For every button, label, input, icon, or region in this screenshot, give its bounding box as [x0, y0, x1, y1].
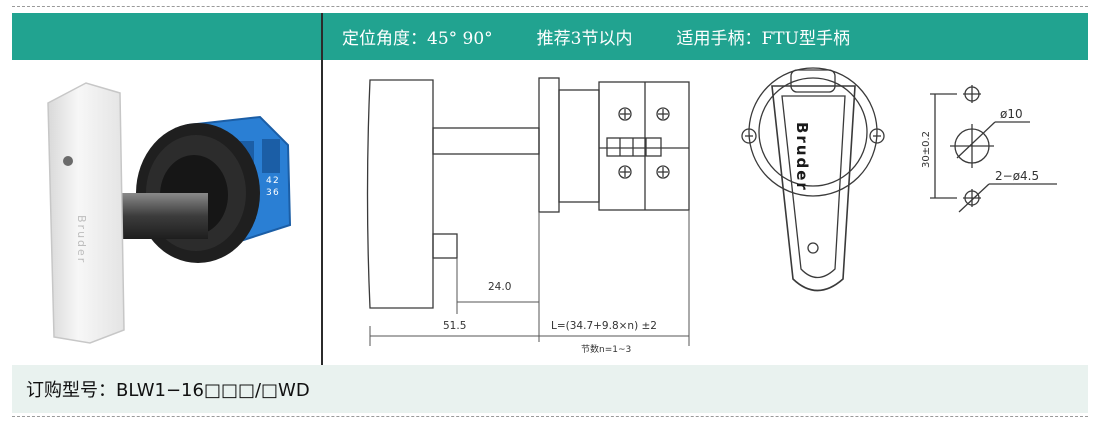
body-outline [558, 89, 600, 203]
sections-spec: 推荐3节以内 [536, 29, 633, 49]
dimensions [369, 210, 690, 346]
center-hole-label: ø10 [1000, 107, 1023, 121]
handle-side-outline [366, 79, 434, 309]
bottom-dashed-rule [12, 416, 1088, 417]
product-photo: 4 2 3 6 Bruder [47, 82, 292, 344]
dim-length-label: L=(34.7+9.8×n) ±2 [551, 320, 657, 332]
column-divider [321, 13, 323, 365]
angle-spec: 定位角度：45° 90° [342, 29, 493, 49]
handle-spec: 适用手柄：FTU型手柄 [676, 29, 850, 49]
contact-block-outline [598, 81, 690, 211]
dim-sections-label: 节数n=1~3 [581, 343, 631, 355]
switch-shaft [113, 193, 208, 239]
hole-spacing-label: 30±0.2 [921, 131, 932, 168]
spec-line: 定位角度：45° 90° 推荐3节以内 适用手柄：FTU型手柄 [342, 13, 894, 60]
terminal-number: 6 [273, 188, 279, 198]
handle-logo-text: Bruder [793, 122, 811, 192]
terminal-labels: 4 2 3 6 [266, 176, 279, 198]
front-plate-outline [538, 77, 560, 213]
mounting-hole-pattern [930, 85, 1057, 213]
handle: Bruder [47, 82, 125, 344]
mount-holes-label: 2−ø4.5 [995, 169, 1039, 183]
terminal-number: 4 [266, 176, 272, 186]
handle-front-view [741, 67, 885, 292]
side-view [366, 77, 690, 309]
terminal-number: 3 [266, 188, 272, 198]
dim-body-label: 51.5 [443, 320, 466, 332]
handle-stub [432, 233, 458, 259]
terminal-screws [618, 107, 670, 179]
order-model-label: 订购型号：BLW1−16□□□/□WD [26, 380, 310, 401]
handle-brand-embossed: Bruder [75, 215, 88, 264]
order-footer: 订购型号：BLW1−16□□□/□WD [12, 365, 1088, 413]
spec-header-bar: 定位角度：45° 90° 推荐3节以内 适用手柄：FTU型手柄 [12, 13, 1088, 60]
shaft-outline [432, 127, 540, 155]
terminal-number: 2 [273, 176, 279, 186]
technical-drawing: Bruder 24.0 51.5 L=(34.7+9.8×n) ±2 节数n=1… [366, 67, 1057, 355]
top-dashed-rule [12, 6, 1088, 7]
dim-shaft-label: 24.0 [488, 281, 511, 293]
